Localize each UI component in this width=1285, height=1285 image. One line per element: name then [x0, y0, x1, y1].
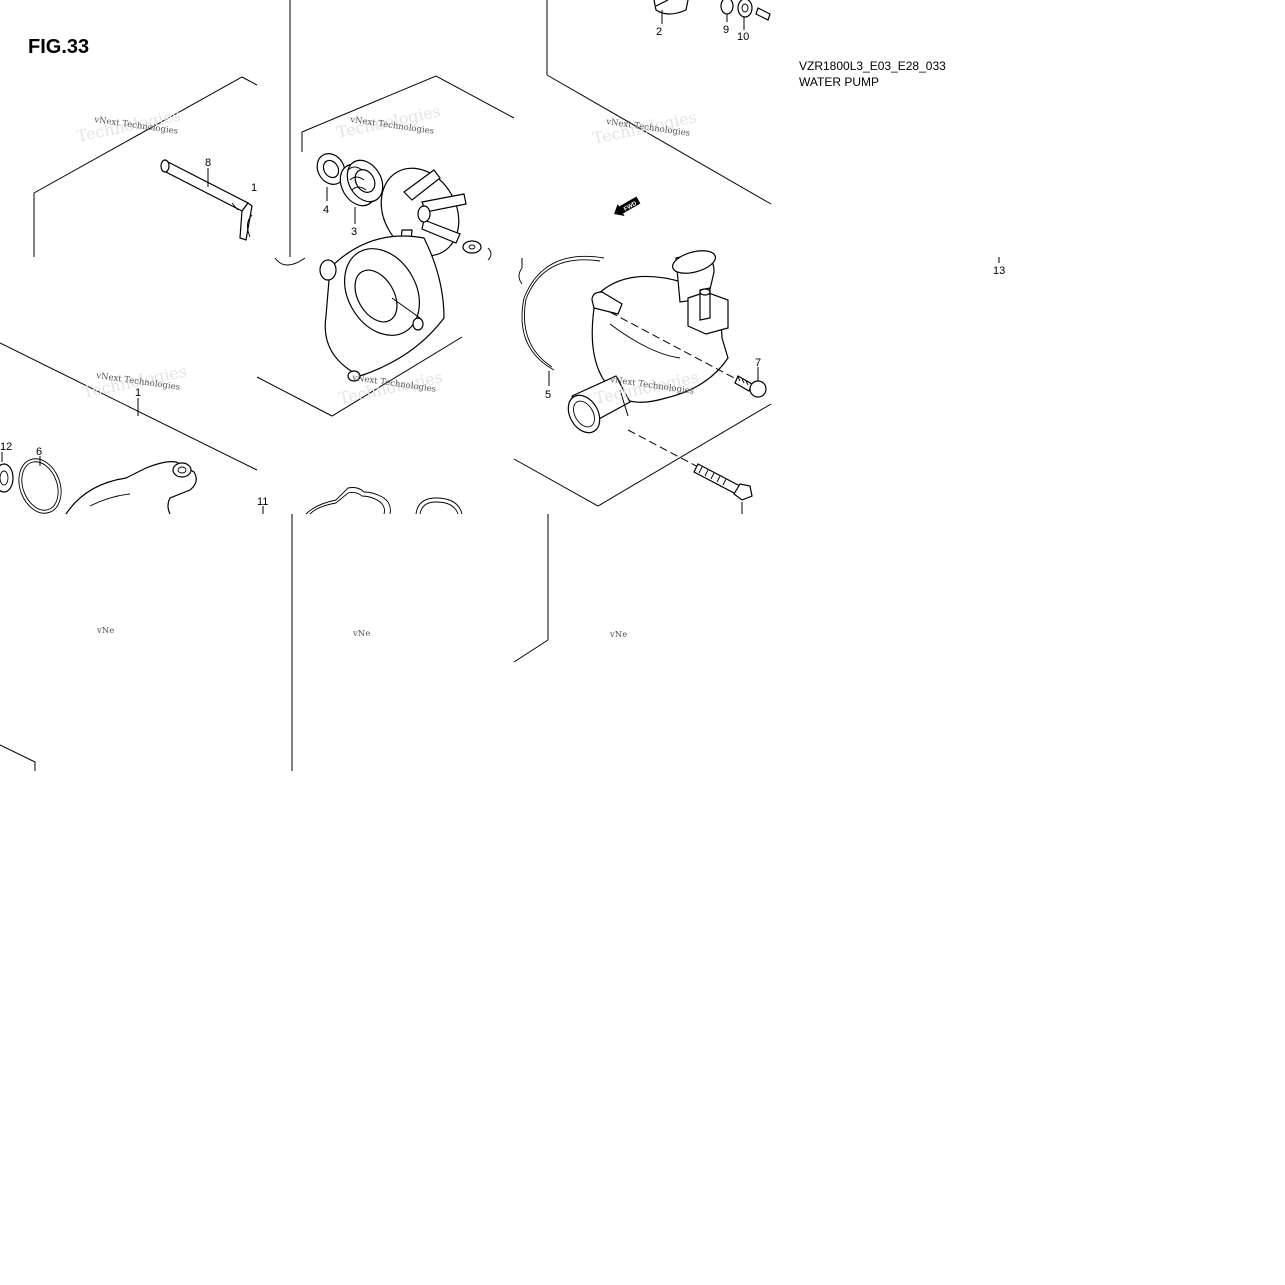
- part-washer-12: [0, 452, 14, 493]
- callout-4: 4: [323, 204, 329, 216]
- callout-2: 2: [656, 26, 662, 38]
- part-mechanical-seal: [339, 159, 384, 224]
- forward-arrow-icon: FWD: [614, 196, 641, 217]
- callout-10: 10: [737, 31, 749, 43]
- callout-1: 1: [135, 387, 141, 399]
- callout-12: 12: [0, 441, 12, 453]
- callout-11: 11: [257, 496, 268, 508]
- iso-frame-lines: [0, 74, 772, 771]
- part-oil-seal: [316, 153, 346, 201]
- callout-5: 5: [545, 389, 551, 401]
- part-shaft: [160, 159, 253, 241]
- figure-code: VZR1800L3_E03_E28_033: [799, 59, 946, 73]
- part-bolt-long: [627, 429, 753, 514]
- part-water-pump-case: [518, 250, 729, 434]
- part-top-bracket: [653, 0, 689, 24]
- figure-title: FIG.33: [28, 36, 90, 58]
- part-o-ring-6: [18, 456, 62, 514]
- part-thermostat-housing: [65, 461, 197, 515]
- callout-9: 9: [723, 24, 729, 36]
- callout-1-top: 1: [251, 182, 257, 194]
- callout-6: 6: [36, 446, 42, 458]
- callout-7: 7: [755, 357, 761, 369]
- callout-13: 13: [993, 265, 1005, 277]
- callout-3: 3: [351, 226, 357, 238]
- figure-name: WATER PUMP: [799, 75, 879, 89]
- part-clip-edge: [247, 214, 253, 238]
- tile-dividers: [289, 0, 549, 771]
- callout-8: 8: [205, 157, 211, 169]
- part-pump-body-plate: [274, 235, 445, 382]
- callout-labels: 8 1 4 3 2 9 10 13 7 5 1 12 6 11: [0, 24, 1005, 508]
- part-washers-top: [720, 0, 771, 30]
- part-gasket-fragment: [305, 487, 463, 515]
- watermark-clipped: vNe: [609, 630, 627, 640]
- part-o-ring: [521, 255, 605, 386]
- watermark-clipped: vNe: [352, 629, 370, 639]
- part-bolt-7: [609, 311, 767, 398]
- watermark-clipped: vNe: [96, 626, 114, 636]
